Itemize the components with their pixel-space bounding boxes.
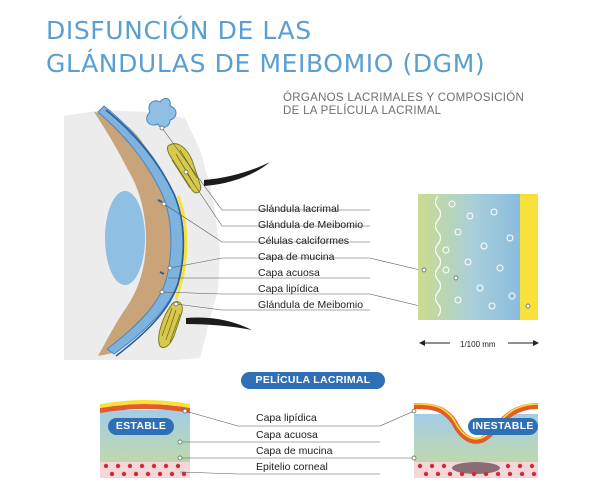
conjunctiva-line <box>105 109 185 357</box>
stable-pill: ESTABLE <box>108 418 174 435</box>
label-lipid-layer: Capa lipídica <box>258 283 319 295</box>
title-line-1: DISFUNCIÓN DE LAS <box>46 16 312 45</box>
detail-markers <box>421 267 531 309</box>
title-line-2: GLÁNDULAS DE MEIBOMIO (DGM) <box>46 49 486 78</box>
label-aqueous-layer: Capa acuosa <box>258 267 320 279</box>
tear-film-pill: PELÍCULA LACRIMAL <box>241 372 385 389</box>
subtitle-line-2: DE LA PELÍCULA LACRIMAL <box>283 105 442 117</box>
bottom-leader-dots <box>177 408 417 461</box>
unstable-tear-film <box>413 403 539 478</box>
upper-eyelash <box>204 162 270 186</box>
lacrimal-gland <box>146 98 177 128</box>
eye-cross-section <box>64 98 270 360</box>
stable-tear-film <box>100 400 190 478</box>
scale-label: 1/100 mm <box>460 340 496 349</box>
tear-film <box>174 195 188 301</box>
bottom-label-corneal-epithelium: Epitelio corneal <box>256 461 328 473</box>
tear-film-detail <box>418 194 539 346</box>
mucin-wave-line <box>434 195 442 317</box>
subtitle-line-1: ÓRGANOS LACRIMALES Y COMPOSICIÓN <box>283 92 525 104</box>
bottom-label-lipid-layer: Capa lipídica <box>256 412 317 424</box>
lens <box>105 191 145 285</box>
bottom-label-mucin-layer: Capa de mucina <box>256 445 333 457</box>
lower-eyelash <box>186 317 252 330</box>
label-mucin-layer: Capa de mucina <box>258 251 335 263</box>
lower-meibomian-gland <box>158 301 183 349</box>
goblet-cells <box>157 199 165 275</box>
page-title: DISFUNCIÓN DE LAS GLÁNDULAS DE MEIBOMIO … <box>46 14 485 80</box>
label-lacrimal-gland: Glándula lacrimal <box>258 203 340 215</box>
bottom-leader-lines <box>179 410 415 475</box>
bottom-label-aqueous-layer: Capa acuosa <box>256 429 318 441</box>
page-subtitle: ÓRGANOS LACRIMALES Y COMPOSICIÓN DE LA P… <box>283 92 524 118</box>
label-goblet-cells: Células calciformes <box>258 235 350 247</box>
aqueous-bubbles <box>442 200 516 310</box>
label-meibomian-gland-lower: Glándula de Meibomio <box>258 299 364 311</box>
stable-epithelium-cells <box>103 463 187 477</box>
leader-dots <box>159 125 189 307</box>
label-meibomian-gland-upper: Glándula de Meibomio <box>258 219 364 231</box>
unstable-epithelium-cells <box>417 463 537 477</box>
leader-lines <box>161 127 421 311</box>
unstable-pill: INESTABLE <box>468 418 538 435</box>
